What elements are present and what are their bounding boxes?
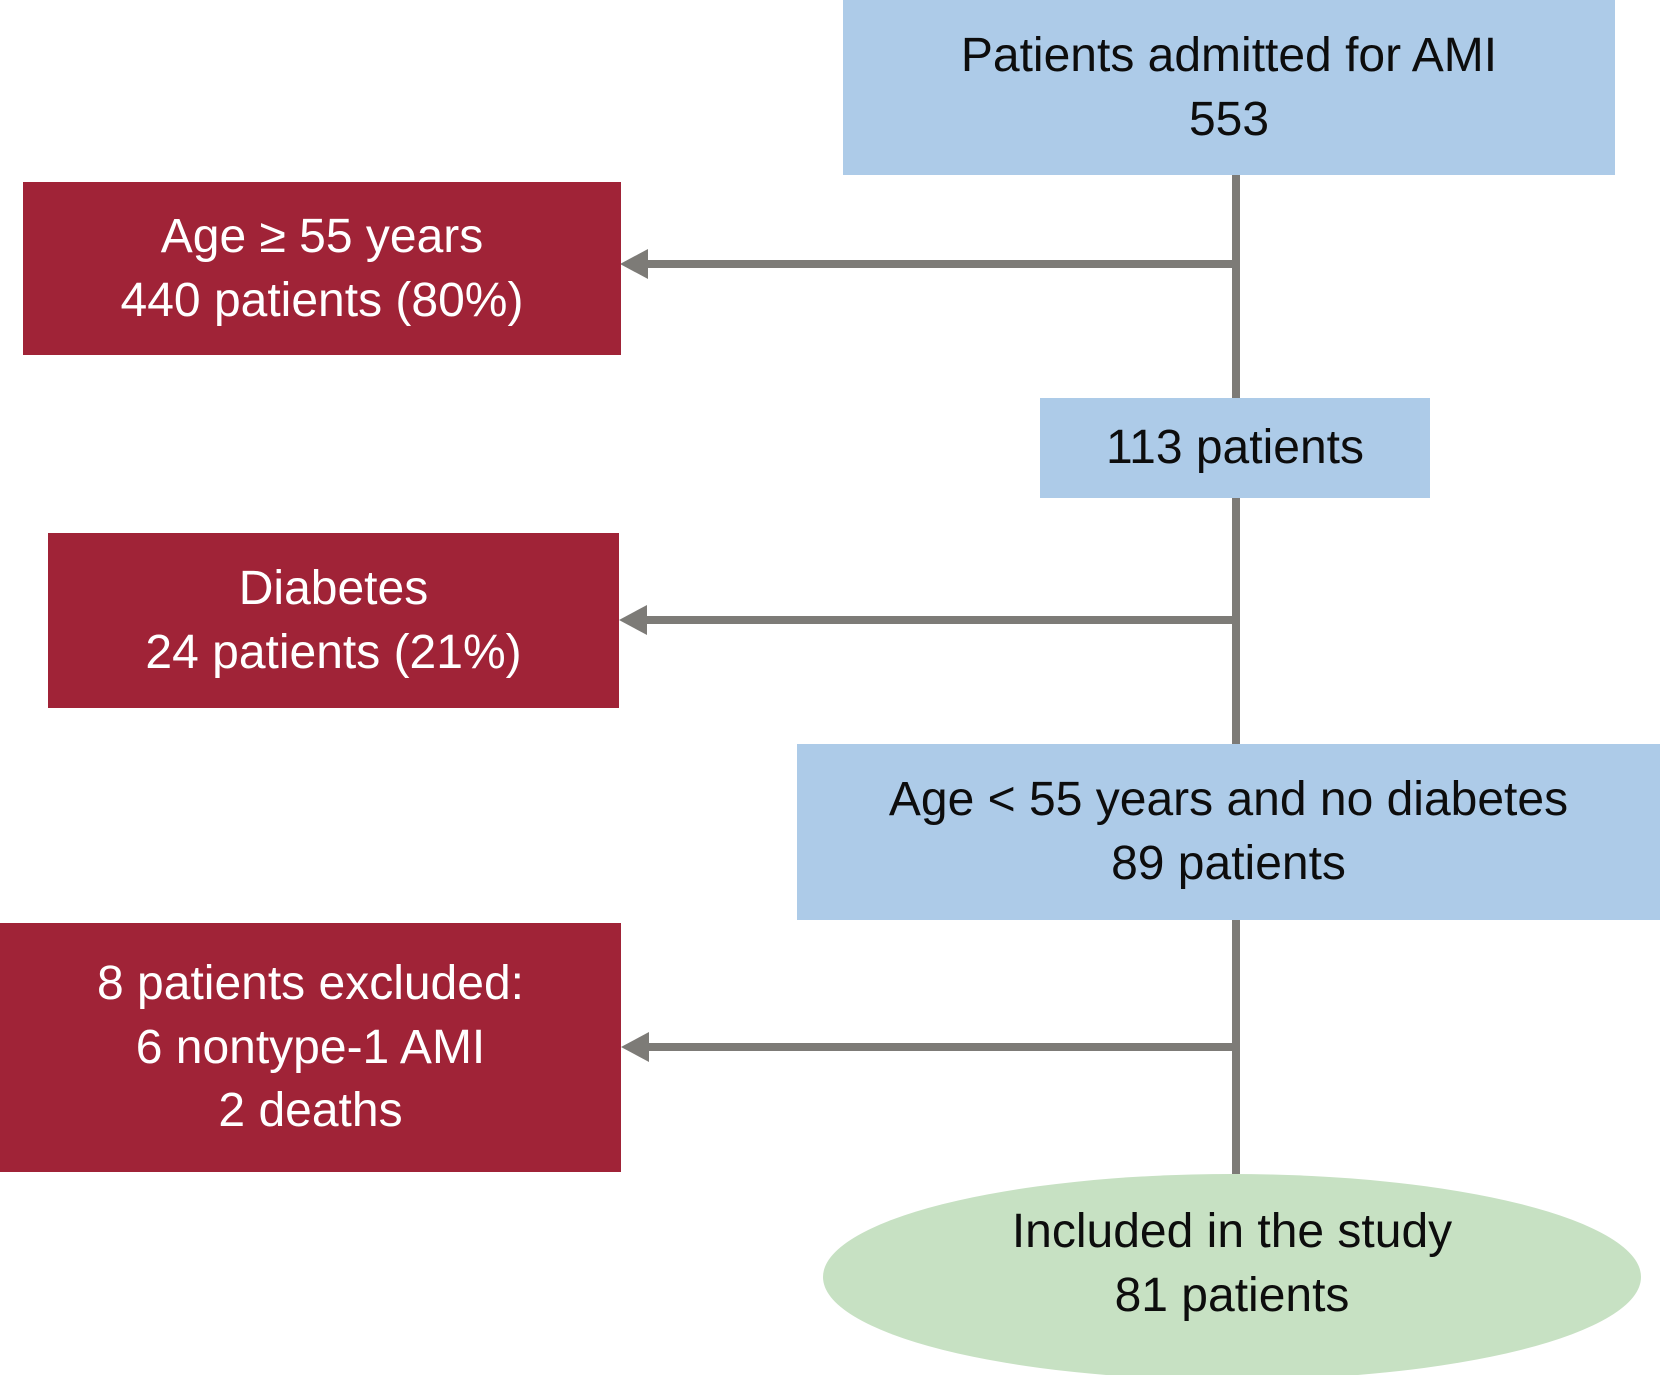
node-text-line: Included in the study (1011, 1205, 1453, 1259)
arrowhead-left-icon (619, 605, 647, 635)
node-text-line: 2 deaths (218, 1084, 403, 1138)
node-text-line: 8 patients excluded: (97, 956, 524, 1010)
node-exclusion-diabetes: Diabetes 24 patients (21%) (48, 533, 619, 708)
node-exclusion-8-patients: 8 patients excluded: 6 nontype-1 AMI 2 d… (0, 923, 621, 1172)
node-113-patients: 113 patients (1040, 398, 1430, 498)
node-text-line: 24 patients (21%) (145, 625, 522, 679)
connector-main-vertical-line (1232, 175, 1240, 1174)
node-text-line: Age ≥ 55 years (160, 209, 484, 263)
node-text-line: 553 (1188, 92, 1270, 146)
node-included-in-study: Included in the study 81 patients (823, 1174, 1641, 1375)
node-text-line: 440 patients (80%) (120, 273, 524, 327)
node-age-lt-55-no-diabetes: Age < 55 years and no diabetes 89 patien… (797, 744, 1660, 920)
node-exclusion-age-ge-55: Age ≥ 55 years 440 patients (80%) (23, 182, 621, 355)
node-text-line: Age < 55 years and no diabetes (888, 773, 1569, 827)
node-text-line: 113 patients (1106, 421, 1364, 475)
connector-excluded-line (648, 1043, 1240, 1051)
arrowhead-left-icon (620, 249, 648, 279)
node-text-line: Diabetes (238, 561, 429, 615)
arrowhead-left-icon (621, 1032, 649, 1062)
node-patients-admitted: Patients admitted for AMI 553 (843, 0, 1615, 175)
connector-diabetes-line (646, 616, 1240, 624)
node-text-line: 89 patients (1111, 837, 1346, 890)
node-text-line: Patients admitted for AMI (960, 28, 1498, 82)
node-text-line: 6 nontype-1 AMI (135, 1020, 486, 1074)
node-text-line: 81 patients (1114, 1269, 1350, 1322)
connector-age-ge-55-line (647, 260, 1240, 268)
